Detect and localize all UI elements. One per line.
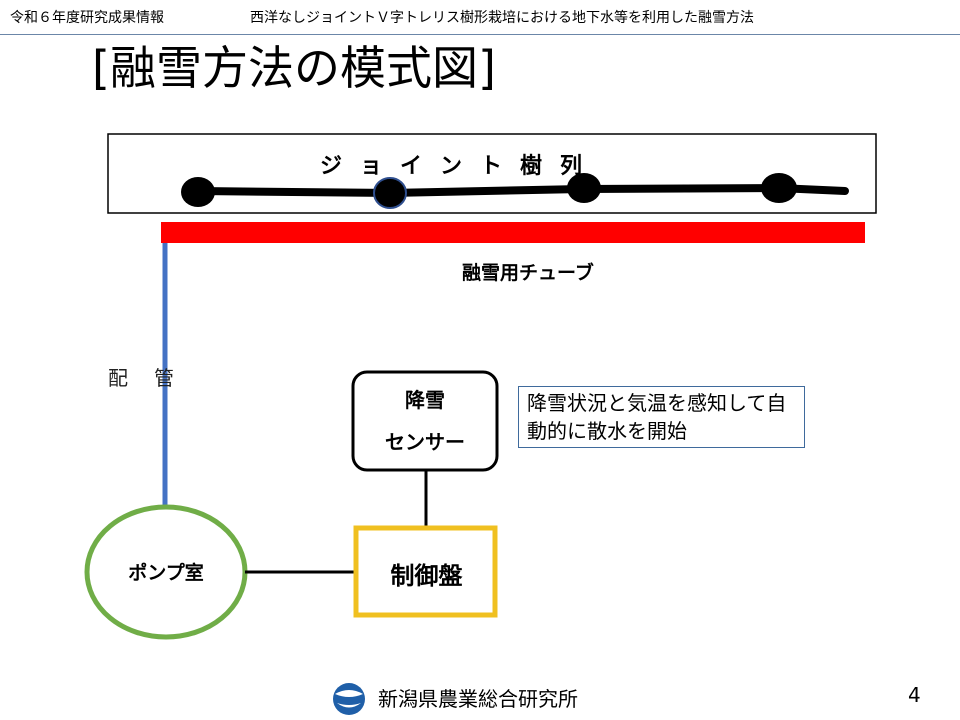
tree-node-icon <box>761 173 797 203</box>
header-divider <box>0 34 960 35</box>
snowmelt-tube-label: 融雪用チューブ <box>462 262 594 284</box>
joint-tree-row-label: ジョイント樹列 <box>320 154 601 179</box>
tree-node-icon <box>373 177 407 209</box>
header-left-text: 令和６年度研究成果情報 <box>10 10 164 26</box>
pump-room-label: ポンプ室 <box>128 562 204 584</box>
organization-name: 新潟県農業総合研究所 <box>378 687 578 711</box>
tree-row-frame <box>107 133 877 214</box>
header-right-text: 西洋なしジョイントＶ字トレリス樹形栽培における地下水等を利用した融雪方法 <box>250 10 754 26</box>
snow-sensor-label: 降雪 センサー <box>353 372 497 470</box>
tree-node-icon <box>567 173 601 203</box>
snow-sensor-label-line1: 降雪 <box>405 388 445 412</box>
sensor-note-callout: 降雪状況と気温を感知して自動的に散水を開始 <box>518 386 805 448</box>
control-panel-label: 制御盤 <box>390 562 463 590</box>
snow-sensor-label-line2: センサー <box>385 430 465 454</box>
page-number: 4 <box>908 683 921 707</box>
tree-row-line <box>194 183 849 198</box>
niigata-ag-research-logo-icon <box>333 683 365 715</box>
snowmelt-tube <box>161 222 865 243</box>
tree-node-icon <box>181 177 215 207</box>
page-title: [融雪方法の模式図] <box>92 41 496 95</box>
control-panel-box <box>353 525 498 618</box>
pipe-label: 配管 <box>108 366 200 390</box>
